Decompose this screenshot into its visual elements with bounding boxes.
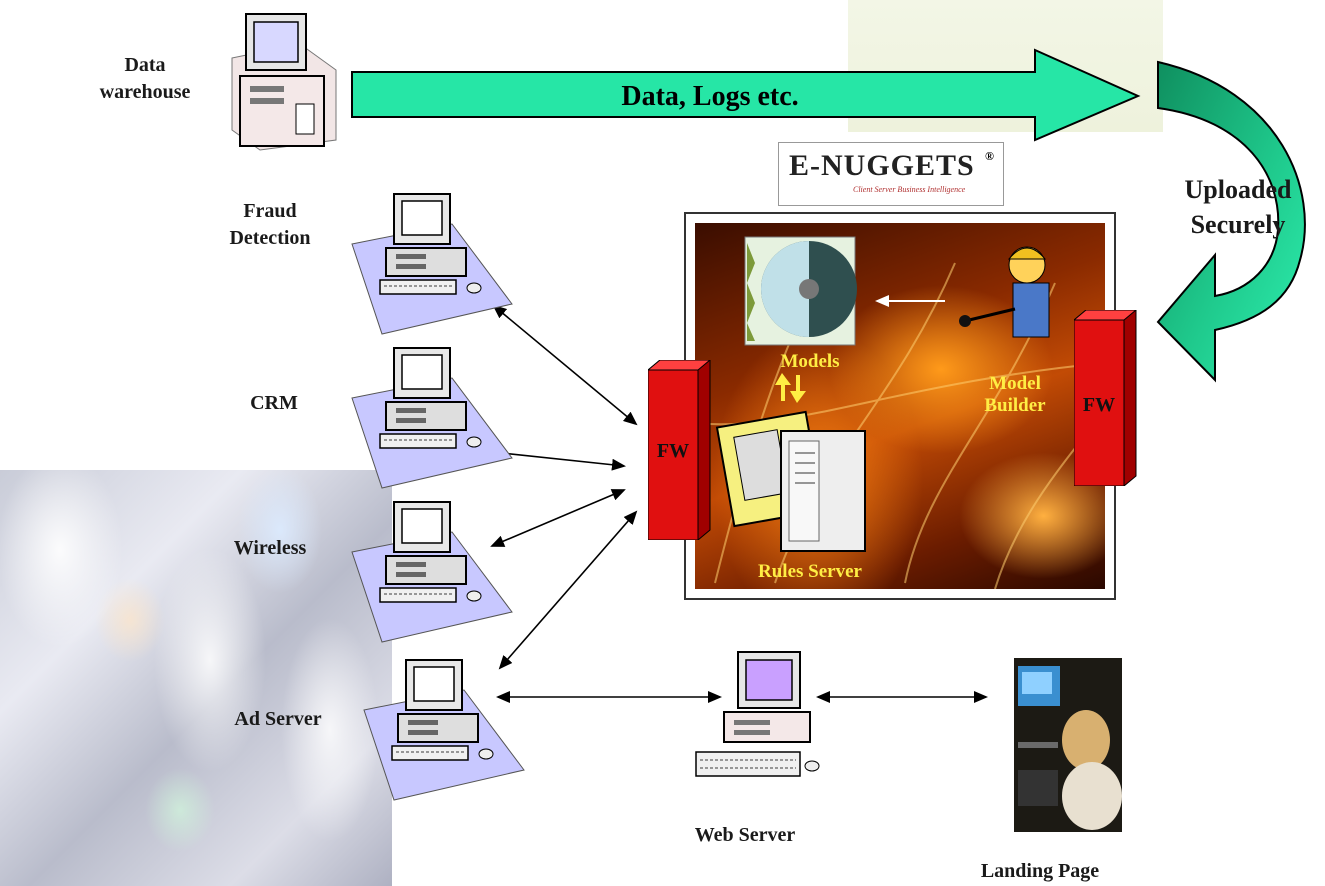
data-warehouse-line1: Data bbox=[124, 54, 166, 76]
logo-registered: ® bbox=[985, 149, 994, 163]
uploaded-securely-label: Uploaded Securely bbox=[1168, 172, 1308, 242]
crm-computer-icon bbox=[351, 347, 513, 489]
uploaded-securely-line1: Uploaded bbox=[1184, 175, 1292, 204]
data-warehouse-label: Data warehouse bbox=[80, 52, 210, 106]
logo-brand: E-NUGGETS bbox=[789, 149, 975, 182]
fraud-detection-line2: Detection bbox=[229, 227, 311, 249]
web-server-computer-icon bbox=[695, 651, 820, 777]
connectors bbox=[490, 304, 988, 703]
crm-label: CRM bbox=[250, 392, 298, 414]
model-builder-label-line1: Model bbox=[989, 373, 1041, 394]
firewall-right-icon bbox=[1074, 310, 1137, 486]
data-logs-label: Data, Logs etc. bbox=[621, 81, 799, 112]
fraud-detection-line1: Fraud bbox=[243, 200, 297, 222]
data-warehouse-computer-icon bbox=[231, 13, 337, 151]
firewall-right-label: FW bbox=[1082, 394, 1116, 416]
model-builder-worker-icon bbox=[959, 246, 1050, 338]
connector-fraud-fw bbox=[492, 304, 638, 426]
data-logs-arrow bbox=[351, 48, 1141, 142]
wireless-computer-icon bbox=[351, 501, 513, 643]
models-label: Models bbox=[780, 351, 840, 372]
connector-crm-fw bbox=[490, 447, 626, 471]
ad-server-computer-icon bbox=[363, 659, 525, 801]
upload-curve-arrow bbox=[1156, 60, 1306, 383]
analytics-engine-panel: Models Model Builder Rules Server bbox=[684, 212, 1116, 600]
firewall-left-icon bbox=[648, 360, 711, 540]
landing-page-photo bbox=[1014, 658, 1122, 832]
landing-page-label: Landing Page bbox=[980, 860, 1100, 882]
rules-server-label: Rules Server bbox=[758, 561, 862, 582]
uploaded-securely-line2: Securely bbox=[1190, 210, 1286, 240]
web-server-label: Web Server bbox=[694, 824, 796, 846]
cd-background-image bbox=[0, 470, 392, 886]
fraud-detection-computer-icon bbox=[351, 193, 513, 335]
connector-wireless-fw bbox=[490, 489, 626, 547]
wireless-label: Wireless bbox=[233, 537, 307, 559]
fraud-detection-label: Fraud Detection bbox=[210, 198, 330, 252]
rules-server-icon bbox=[715, 410, 866, 552]
engine-art bbox=[695, 236, 1105, 589]
model-builder-label-line2: Builder bbox=[984, 394, 1046, 416]
logo-tagline: Client Server Business Intelligence bbox=[853, 185, 966, 194]
ad-server-label: Ad Server bbox=[234, 708, 322, 730]
firewall-left-label: FW bbox=[656, 440, 690, 462]
connector-adserver-fw bbox=[498, 510, 638, 670]
models-target-icon bbox=[744, 236, 857, 346]
data-warehouse-line2: warehouse bbox=[99, 81, 191, 103]
engine-background: Models Model Builder Rules Server bbox=[695, 223, 1105, 589]
e-nuggets-logo: E-NUGGETS ® Client Server Business Intel… bbox=[778, 142, 1004, 206]
model-builder-label: Model Builder bbox=[965, 373, 1065, 417]
